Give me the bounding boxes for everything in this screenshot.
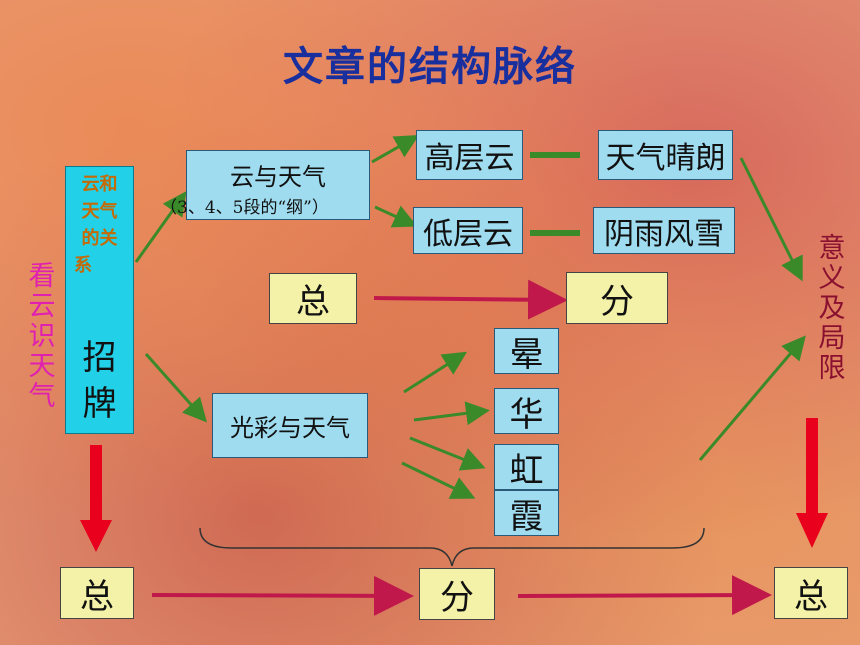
arrow-to-corona [413, 401, 490, 426]
arrow-to-high-cloud [371, 135, 420, 164]
cloud-weather-note: （3、4、5段的“纲”） [160, 198, 329, 218]
bottom-brace [199, 527, 705, 567]
bottom-fen-box: 分 [419, 568, 495, 620]
arrow-bottom-zong-fen [151, 575, 414, 616]
rainbow-box: 虹 [494, 444, 559, 491]
corona-box: 华 [494, 388, 559, 435]
down-arrows [80, 418, 828, 552]
halo-box: 晕 [494, 328, 559, 375]
arrow-fine-to-meaning [739, 157, 803, 282]
arrow-to-low-cloud [374, 205, 418, 228]
glow-box: 霞 [494, 490, 559, 537]
arrow-to-cloud-weather [134, 191, 187, 263]
fine-weather-box: 天气晴朗 [598, 130, 733, 180]
arrow-glow-to-meaning [698, 335, 806, 461]
arrow-zong-fen-mid [373, 279, 568, 320]
bottom-zong-right-box: 总 [774, 567, 848, 619]
bottom-zong-left-box: 总 [60, 567, 134, 619]
left-topic-box: 云和 天气 的关 系 招 牌 [65, 166, 134, 434]
cloud-weather-label: 云与天气 [230, 163, 326, 191]
left-topic-top-text: 云和 天气 的关 系 [74, 174, 118, 276]
mid-zong-box: 总 [269, 273, 357, 324]
left-side-label: 看云识天气 [28, 261, 56, 412]
light-weather-box: 光彩与天气 [212, 393, 368, 458]
arrow-to-light-weather [144, 353, 207, 423]
arrow-to-rainbow [409, 436, 486, 471]
cloud-weather-box: 云与天气 [186, 150, 370, 220]
low-cloud-box: 低层云 [413, 207, 523, 254]
mid-fen-box: 分 [566, 272, 668, 324]
arrow-to-halo [403, 351, 468, 394]
right-side-label: 意义及局限 [818, 233, 846, 384]
arrow-bottom-fen-zong [517, 575, 772, 616]
left-topic-bottom-text: 招 牌 [82, 338, 117, 424]
high-cloud-box: 高层云 [416, 130, 523, 180]
arrow-to-glow [401, 461, 476, 499]
bad-weather-box: 阴雨风雪 [593, 207, 735, 254]
page-title: 文章的结构脉络 [283, 44, 577, 90]
